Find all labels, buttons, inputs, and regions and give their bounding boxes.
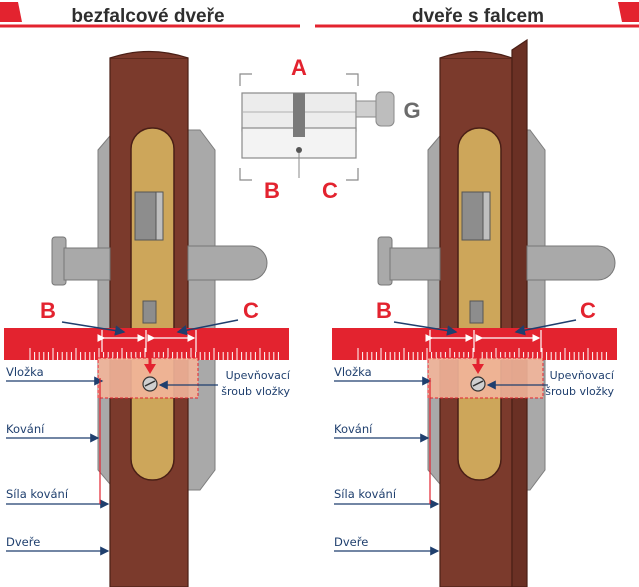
measure-right-b: B [376,298,392,323]
door-left [51,50,268,587]
label-vlozka-right: Vložka [334,365,372,379]
side-labels-left: Vložka Kování Síla kování Dveře [6,365,110,556]
label-sila-kovani-left: Síla kování [6,487,69,501]
measure-left-c: C [243,298,259,323]
cylinder-cam [293,93,305,137]
title-right: dveře s falcem [315,2,639,28]
measure-left-b: B [40,298,56,323]
title-left-text: bezfalcové dveře [71,6,224,27]
ruler-right [332,319,617,399]
screw-label-left-line2: šroub vložky [221,385,290,398]
label-sila-kovani-right: Síla kování [334,487,397,501]
cylinder-label-g: G [403,98,420,123]
screw-label-right: Upevňovací šroub vložky [486,369,615,398]
cylinder-label-c: C [322,178,338,203]
door-rebate [511,38,528,587]
title-left: bezfalcové dveře [0,2,300,28]
measure-right-c: C [580,298,596,323]
door-right [377,38,616,587]
cylinder-diagram [239,73,395,181]
screw-label-right-line2: šroub vložky [545,385,614,398]
cylinder-section-right [428,358,543,398]
label-dvere-right: Dveře [334,535,368,549]
cylinder-label-a: A [291,55,307,80]
label-vlozka-left: Vložka [6,365,44,379]
cylinder-screw-hole [296,147,302,153]
screw-label-right-line1: Upevňovací [550,369,615,382]
thumb-turn [355,100,379,118]
side-labels-right: Vložka Kování Síla kování Dveře [334,365,440,556]
screw-label-left-line1: Upevňovací [226,369,291,382]
cylinder-label-b: B [264,178,280,203]
screw-label-left: Upevňovací šroub vložky [158,369,291,398]
label-dvere-left: Dveře [6,535,40,549]
ruler-left [4,319,289,399]
label-kovani-left: Kování [6,422,45,436]
label-kovani-right: Kování [334,422,373,436]
title-right-text: dveře s falcem [412,6,544,27]
